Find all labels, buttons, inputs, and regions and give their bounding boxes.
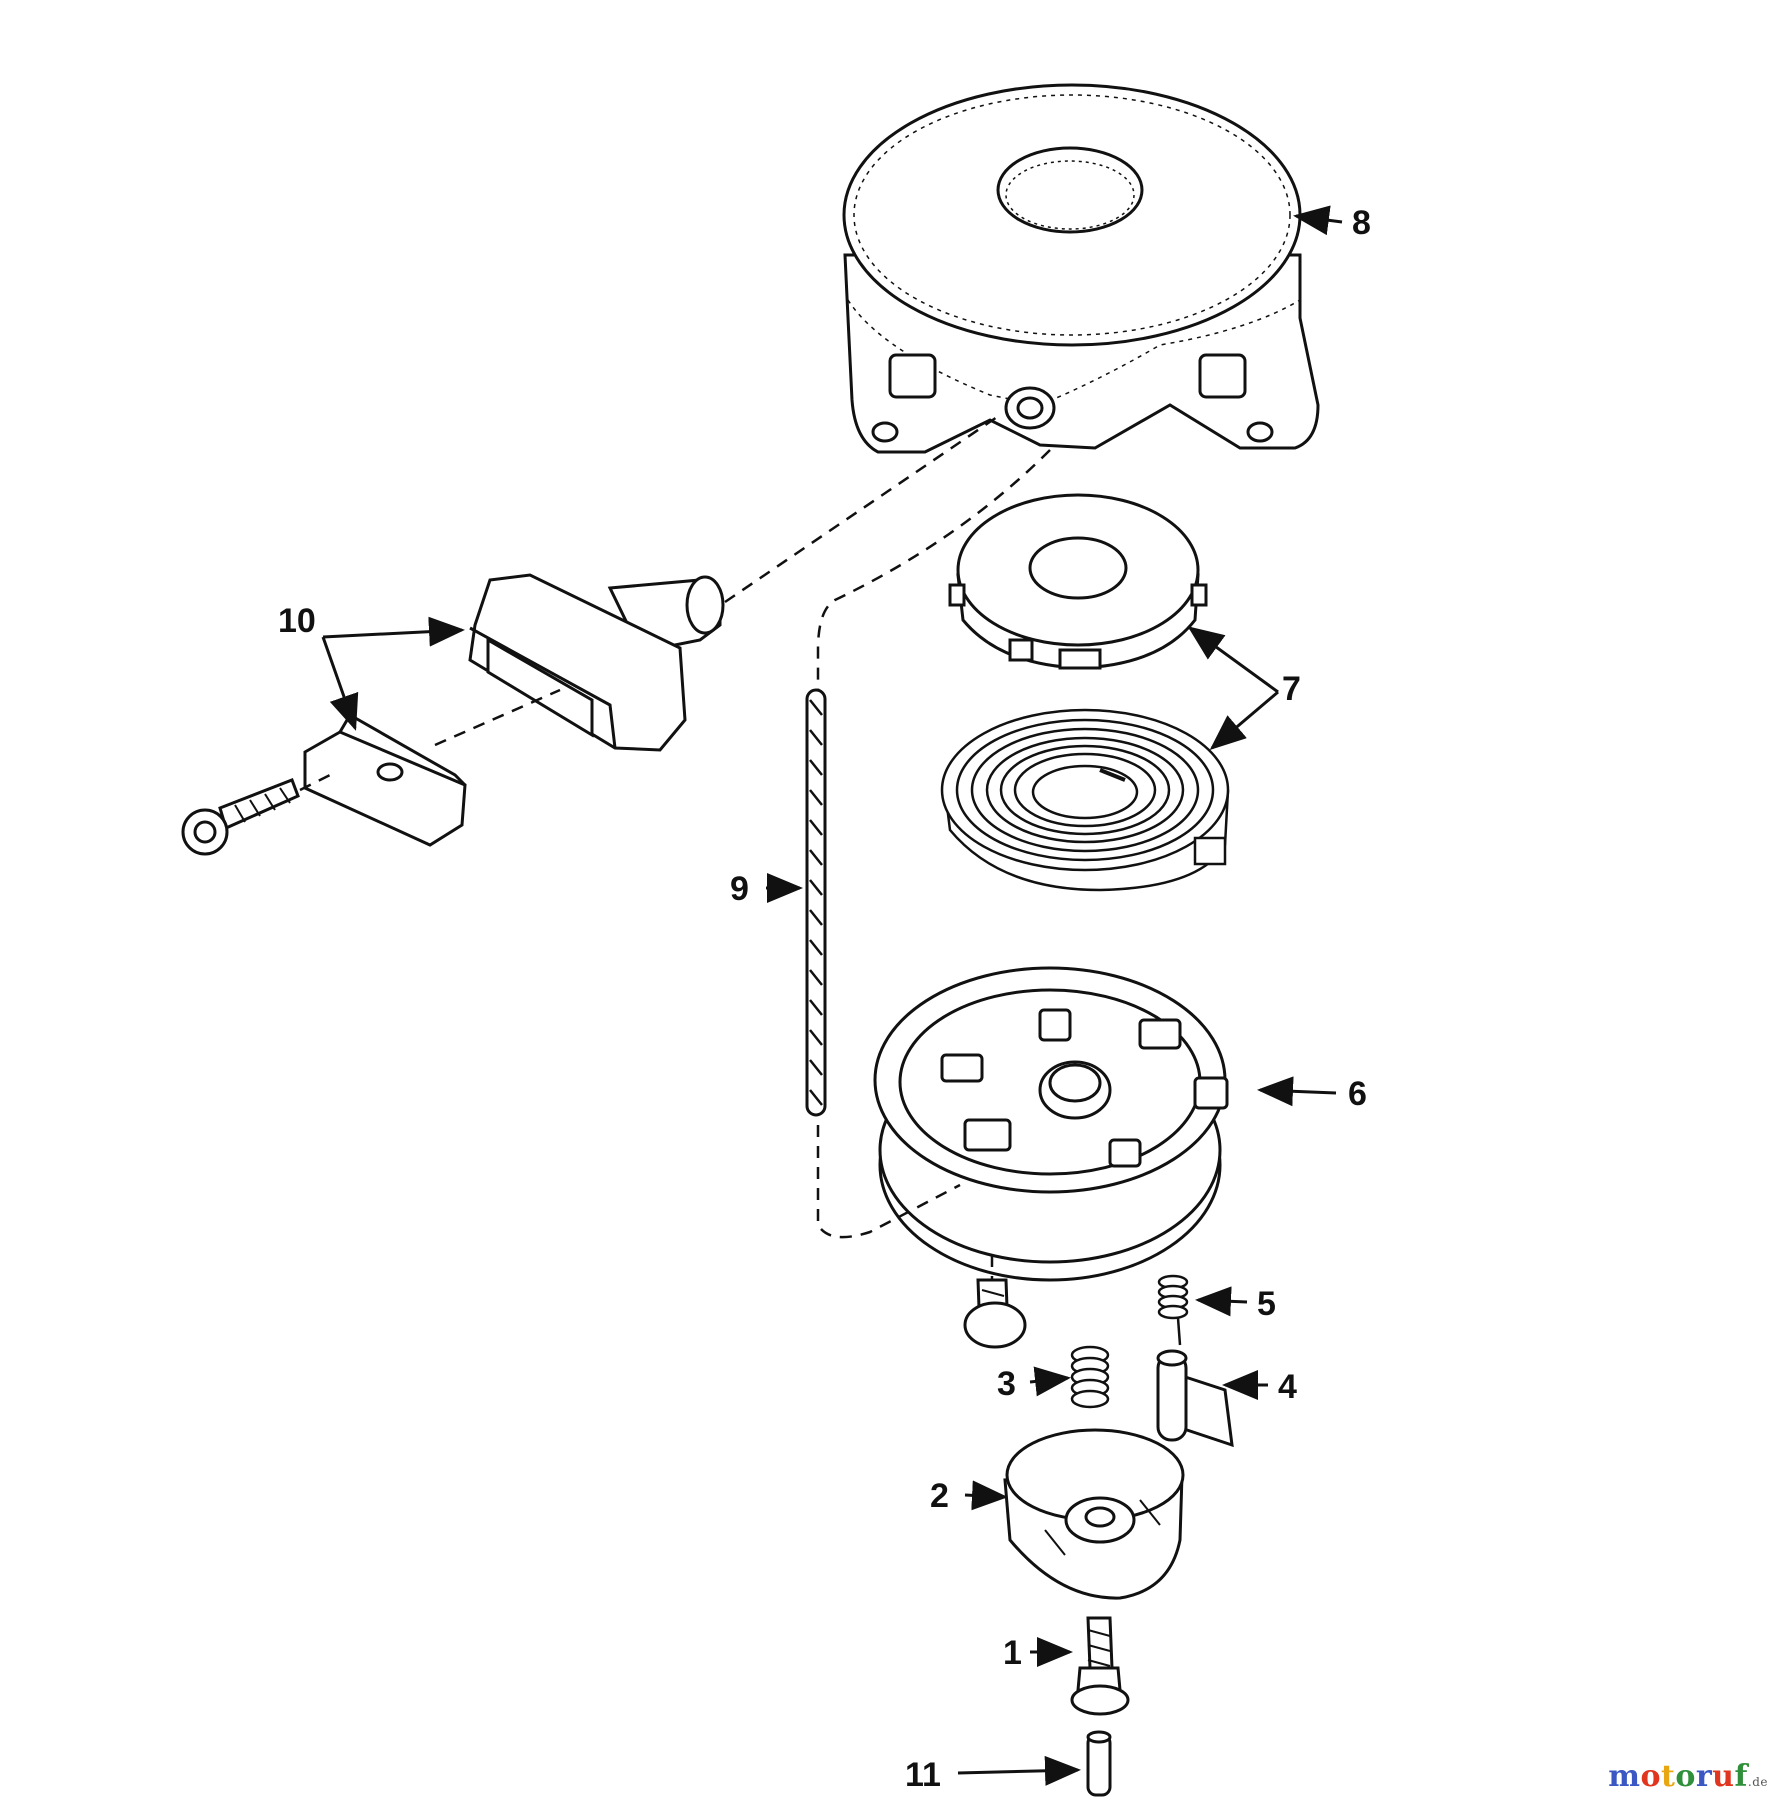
retainer-screw bbox=[963, 1278, 1027, 1349]
watermark-letter-2: o bbox=[1640, 1759, 1661, 1794]
callout-7: 7 bbox=[1282, 670, 1301, 708]
callout-11: 11 bbox=[905, 1756, 941, 1794]
callout-8: 8 bbox=[1352, 204, 1371, 242]
watermark-letter-7: f bbox=[1734, 1759, 1748, 1794]
callout-9: 9 bbox=[730, 870, 749, 908]
callout-3: 3 bbox=[997, 1365, 1016, 1403]
watermark-letter-5: r bbox=[1695, 1759, 1713, 1794]
part-9-starter-rope bbox=[805, 688, 827, 1117]
watermark-letter-1: m bbox=[1608, 1759, 1641, 1794]
callout-4: 4 bbox=[1278, 1368, 1297, 1406]
watermark-letter-6: u bbox=[1712, 1759, 1735, 1794]
watermark-letter-3: t bbox=[1660, 1759, 1676, 1794]
part-5-spring bbox=[1157, 1274, 1189, 1346]
watermark-tld: .de bbox=[1747, 1775, 1768, 1789]
callout-5: 5 bbox=[1257, 1285, 1276, 1323]
part-11-pin bbox=[1086, 1730, 1112, 1797]
motoruf-watermark: motoruf.de bbox=[1608, 1759, 1768, 1794]
part-10-insert bbox=[303, 712, 467, 847]
callout-2: 2 bbox=[930, 1477, 949, 1515]
callout-leaders bbox=[321, 205, 1343, 1786]
part-8-housing bbox=[842, 83, 1320, 454]
part-10-screw bbox=[181, 778, 300, 856]
callout-6: 6 bbox=[1348, 1075, 1367, 1113]
part-3-spring bbox=[1070, 1345, 1110, 1409]
assembly-lines bbox=[299, 413, 1051, 1280]
watermark-letter-4: o bbox=[1675, 1759, 1696, 1794]
part-6-pulley bbox=[873, 966, 1229, 1282]
part-1-shoulder-screw bbox=[1070, 1616, 1130, 1716]
callout-10: 10 bbox=[278, 602, 316, 640]
part-10-handle bbox=[468, 573, 725, 752]
part-7-cover bbox=[948, 493, 1208, 670]
part-2-brake-cup bbox=[1003, 1428, 1185, 1600]
part-7-recoil-spring bbox=[940, 708, 1230, 892]
part-4-pawl bbox=[1156, 1349, 1234, 1448]
callout-1: 1 bbox=[1003, 1634, 1022, 1672]
